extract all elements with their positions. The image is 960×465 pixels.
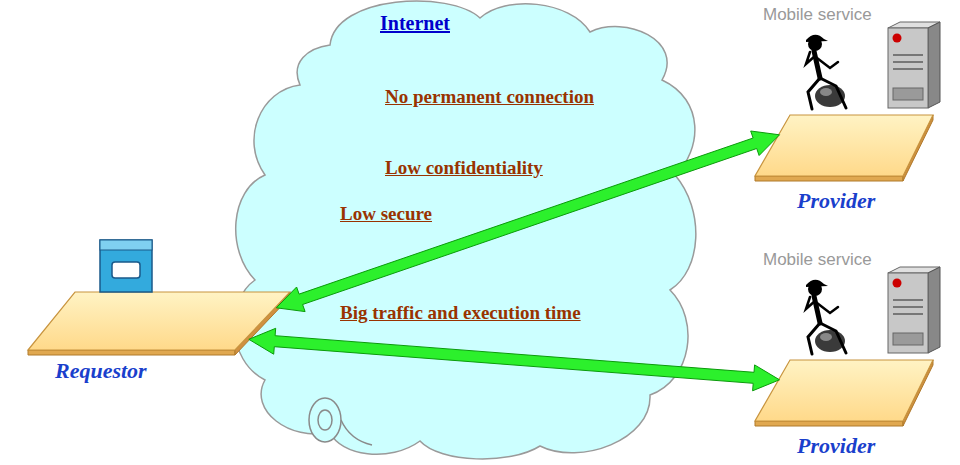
- role-label: Requestor: [55, 358, 147, 384]
- role-label-slot: Provider: [797, 433, 875, 459]
- platform-outline-part: [235, 292, 290, 355]
- issue-note: No permanent connection: [385, 86, 594, 108]
- server-tower: [888, 22, 940, 108]
- cloud-title-slot: Internet: [380, 12, 450, 35]
- requestor-icon-part: [100, 240, 152, 292]
- service-label-slot: Mobile service: [763, 5, 872, 25]
- platform-outline-part: [755, 421, 903, 426]
- requestor-icon: [100, 240, 152, 292]
- platform-outline-part: [28, 350, 235, 355]
- platform-outline-part: [28, 292, 290, 350]
- person-figure-part: [808, 78, 820, 109]
- issue-note-slot: Low secure: [340, 203, 432, 225]
- role-label: Provider: [797, 188, 875, 214]
- issue-note-slot: Low confidentiality: [385, 157, 543, 179]
- requestor-icon-part: [100, 240, 152, 250]
- person-figure-part: [817, 58, 838, 68]
- platform-outline-part: [755, 176, 903, 181]
- role-label: Provider: [797, 433, 875, 459]
- cloud-outline-part: [341, 420, 372, 445]
- platform-outline-part: [903, 360, 933, 426]
- provider-platform: Mobile serviceProvider: [755, 358, 935, 428]
- cloud-outline-part: [309, 398, 341, 442]
- server-tower-part: [893, 68, 923, 70]
- issue-note: Big traffic and execution time: [340, 302, 581, 324]
- person-figure-part: [806, 52, 815, 64]
- person-figure-part: [820, 78, 846, 108]
- provider-platform: Mobile serviceProvider: [755, 113, 935, 183]
- issue-note-slot: Big traffic and execution time: [340, 302, 581, 324]
- provider-illustration: [806, 22, 940, 109]
- server-tower-part: [893, 88, 923, 100]
- server-tower-part: [888, 28, 928, 108]
- double-arrow: [249, 328, 780, 391]
- service-label: Mobile service: [763, 250, 872, 270]
- platform-outline: [755, 113, 935, 183]
- platform-outline: [755, 358, 935, 428]
- person-figure: [806, 35, 846, 109]
- platform-outline-part: [903, 115, 933, 181]
- role-label-slot: Requestor: [55, 358, 147, 384]
- server-tower-part: [893, 34, 902, 43]
- issue-note: Low confidentiality: [385, 157, 543, 179]
- platform-outline: [28, 290, 292, 356]
- cloud-title: Internet: [380, 12, 450, 35]
- person-figure-part: [806, 35, 828, 42]
- server-tower-part: [928, 22, 940, 108]
- cloud-outline-part: [318, 410, 332, 430]
- person-figure-part: [820, 88, 832, 96]
- requestor-platform: Requestor: [28, 290, 292, 356]
- requestor-icon-part: [112, 262, 140, 278]
- cloud-outline: [225, 0, 705, 465]
- platform-outline-part: [755, 360, 933, 421]
- internet-cloud: Internet No permanent connectionLow confi…: [225, 0, 705, 465]
- service-label-slot: Mobile service: [763, 250, 872, 270]
- server-tower-part: [893, 54, 923, 56]
- server-tower-part: [893, 61, 923, 63]
- platform-outline-part: [755, 115, 933, 176]
- service-label: Mobile service: [763, 5, 872, 25]
- issue-note-slot: No permanent connection: [385, 86, 594, 108]
- role-label-slot: Provider: [797, 188, 875, 214]
- issue-note: Low secure: [340, 203, 432, 225]
- cloud-outline-part: [234, 1, 695, 459]
- double-arrow: [276, 131, 779, 312]
- provider-illustration: [806, 267, 940, 354]
